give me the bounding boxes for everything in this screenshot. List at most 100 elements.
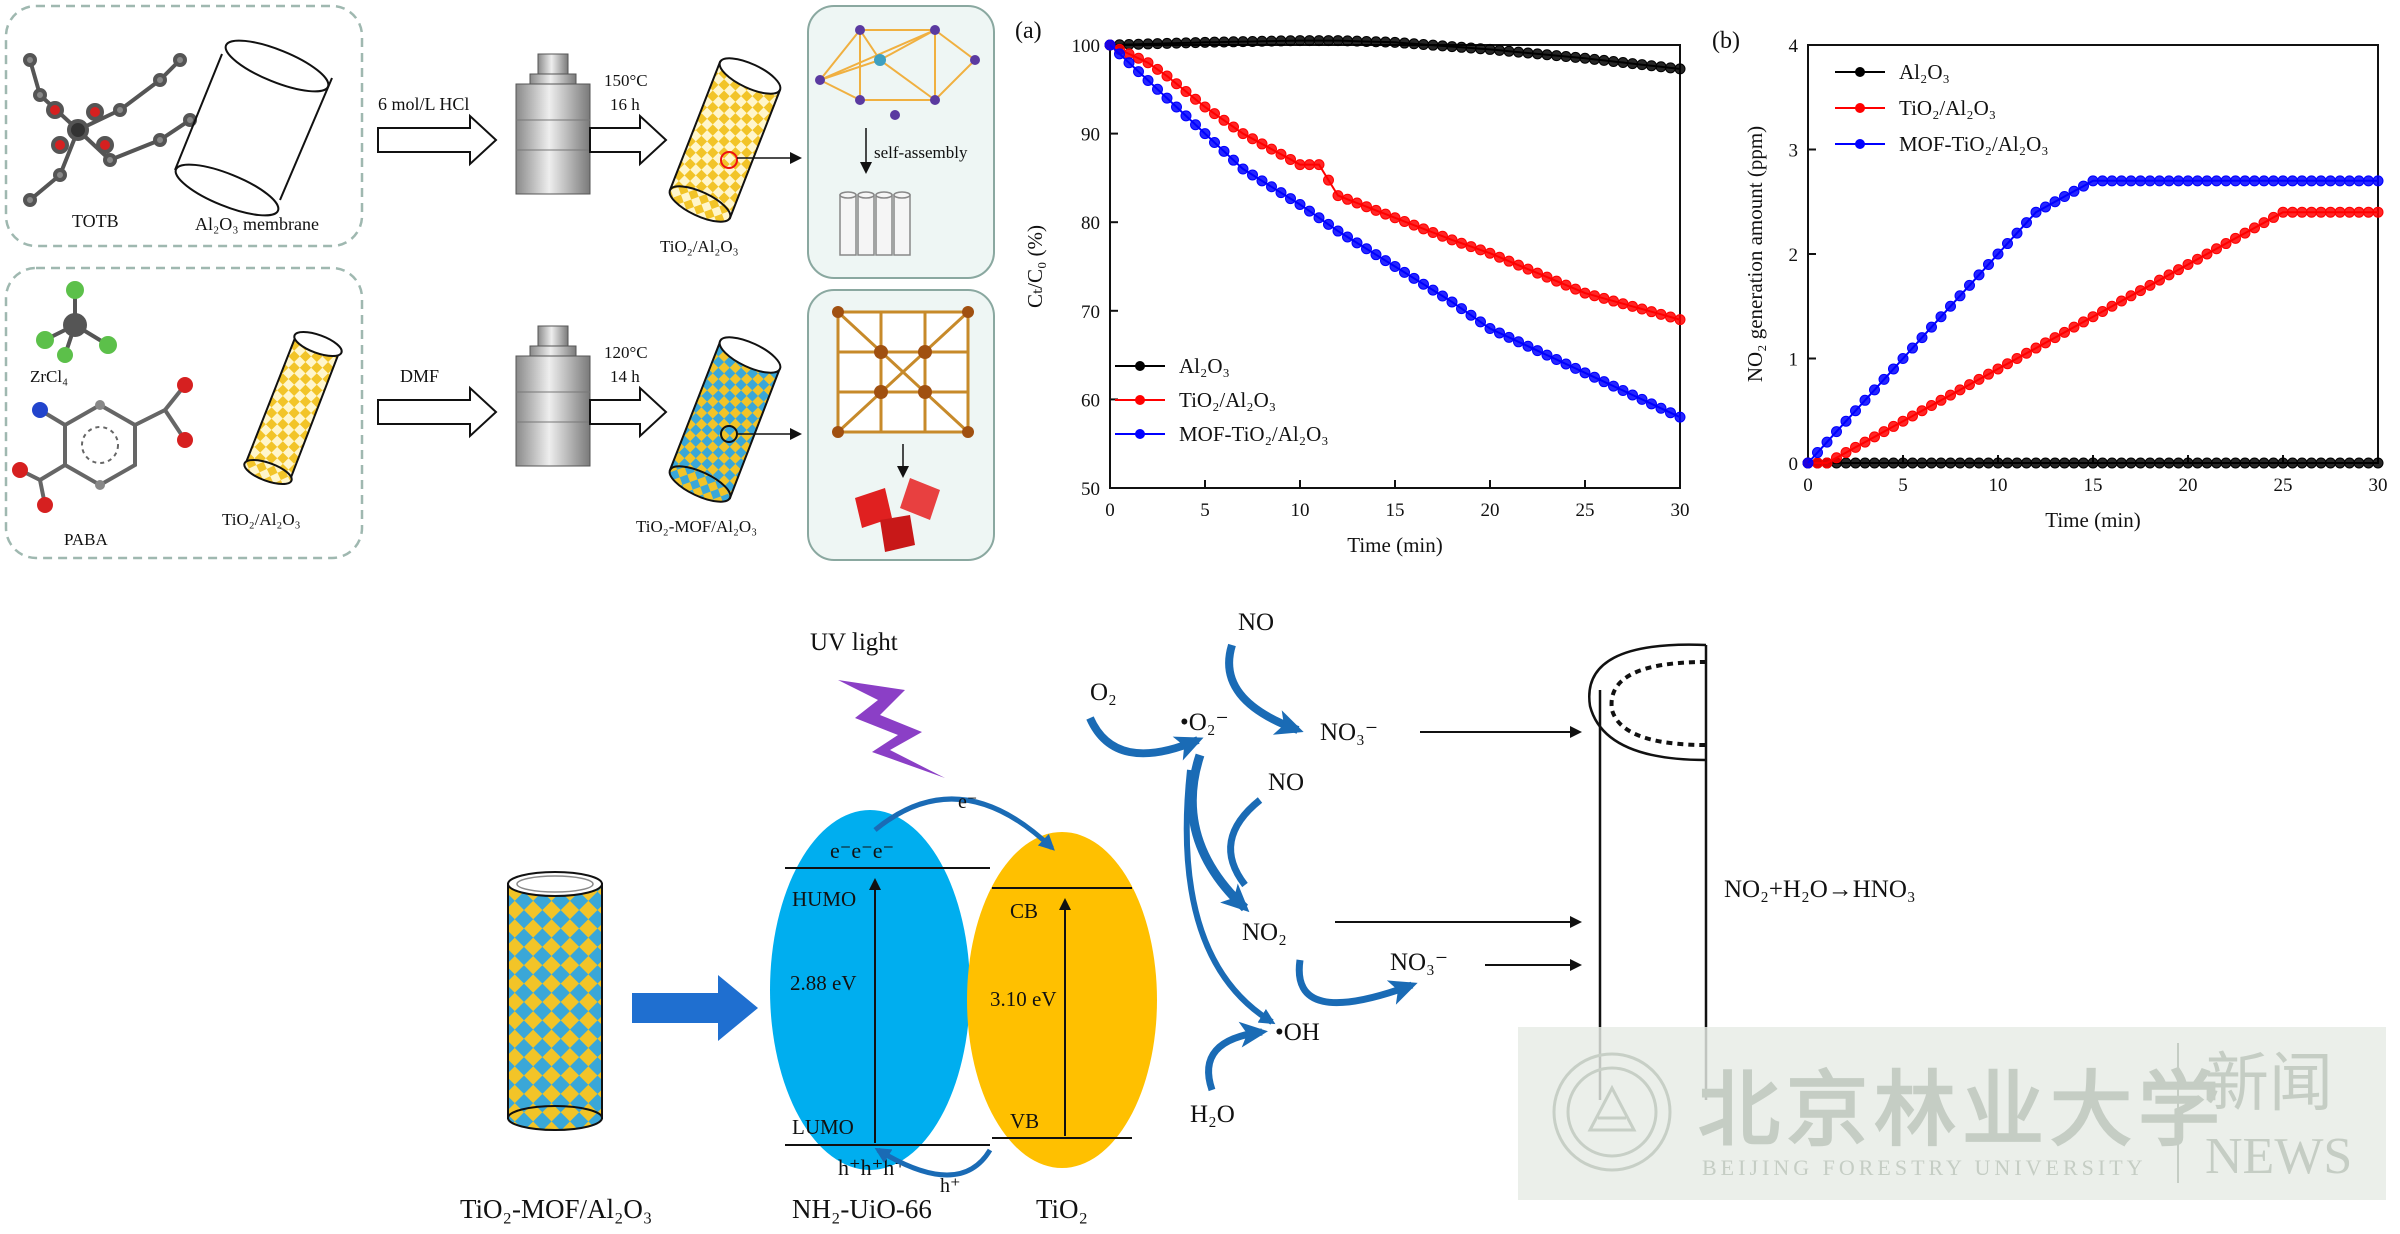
tio2-mof-label: TiO₂-MOF/Al₂O₃: [636, 517, 757, 536]
data-point: [2097, 305, 2108, 317]
tio2-mof-tube-icon: [668, 336, 802, 503]
data-point: [1532, 267, 1543, 279]
data-point: [1218, 114, 1230, 126]
data-point: [1560, 279, 1572, 291]
data-point: [2249, 457, 2260, 469]
data-point: [1475, 244, 1486, 256]
data-point: [1812, 447, 1823, 459]
data-point: [1370, 36, 1382, 48]
data-point: [2277, 457, 2289, 469]
mof-label: NH₂-UiO-66: [792, 1194, 932, 1224]
hole-transfer-arrow: [874, 1147, 993, 1178]
data-point: [1313, 212, 1325, 224]
data-point: [1323, 35, 1334, 47]
data-point: [1228, 121, 1239, 133]
data-point: [2220, 175, 2232, 187]
data-point: [2192, 253, 2203, 265]
legend-marker: [1135, 361, 1145, 371]
data-point: [2258, 457, 2270, 469]
data-point: [1437, 40, 1448, 52]
al2o3-membrane-label: Al₂O₃ membrane: [195, 214, 319, 234]
data-point: [2106, 175, 2118, 187]
data-point: [2182, 175, 2194, 187]
data-point: [1926, 321, 1937, 333]
y-axis-label: Cₜ/C₀ (%): [1023, 225, 1047, 308]
data-point: [2059, 191, 2070, 203]
h2o-label: H₂O: [1190, 1101, 1235, 1128]
data-point: [1275, 148, 1287, 160]
dmf-label: DMF: [400, 366, 439, 386]
data-point: [2268, 457, 2279, 469]
data-point: [1228, 36, 1239, 48]
data-point: [1351, 197, 1363, 209]
data-point: [1541, 349, 1553, 361]
data-point: [2097, 457, 2108, 469]
data-point: [1304, 159, 1315, 171]
data-point: [2249, 175, 2260, 187]
legend-entry: Al₂O₃: [1899, 60, 1950, 84]
data-point: [2201, 175, 2213, 187]
data-point: [1332, 225, 1344, 237]
data-point: [2230, 175, 2241, 187]
data-point: [1209, 108, 1220, 120]
data-point: [2211, 175, 2222, 187]
watermark-news-en: NEWS: [2205, 1128, 2352, 1185]
watermark-cn-name: 北京林业大学: [1698, 1065, 2226, 1156]
data-point: [2154, 175, 2165, 187]
data-point: [2334, 206, 2346, 218]
legend-marker: [1855, 67, 1865, 77]
data-point: [1180, 86, 1192, 98]
synthesis-panel: TOTB Al₂O₃ membrane 6 mol/L HCl 150°C: [4, 4, 995, 561]
data-point: [2249, 222, 2260, 234]
data-point: [1522, 340, 1534, 352]
legend-entry: Al₂O₃: [1179, 354, 1230, 378]
data-point: [1888, 363, 1899, 375]
data-point: [1456, 41, 1467, 53]
data-point: [1342, 193, 1353, 205]
data-point: [1123, 38, 1135, 50]
data-point: [1598, 376, 1610, 388]
data-point: [1646, 398, 1657, 410]
data-point: [1935, 394, 1947, 406]
data-point: [1560, 358, 1572, 370]
hcl-label: 6 mol/L HCl: [378, 94, 469, 114]
data-point: [1133, 52, 1144, 64]
data-point: [1475, 316, 1486, 328]
data-point: [1361, 201, 1372, 213]
data-point: [1992, 248, 2004, 260]
data-point: [1285, 35, 1296, 47]
humo-label: HUMO: [792, 887, 856, 911]
data-point: [1456, 237, 1467, 249]
data-point: [1831, 426, 1842, 438]
data-point: [1964, 457, 1975, 469]
mof-framework-icon: [832, 306, 974, 438]
data-point: [1655, 402, 1667, 414]
data-point: [1655, 61, 1667, 73]
data-point: [1674, 63, 1686, 75]
data-point: [1541, 271, 1553, 283]
data-point: [1560, 51, 1572, 63]
data-point: [2344, 457, 2355, 469]
data-point: [1503, 331, 1515, 343]
electron-transfer-arrow: [873, 796, 1055, 851]
data-point: [2040, 457, 2051, 469]
data-point: [1351, 35, 1363, 47]
data-point: [1190, 119, 1201, 131]
zrcl4-label: ZrCl₄: [30, 367, 68, 386]
data-point: [2325, 206, 2336, 218]
data-point: [1916, 405, 1928, 417]
data-point: [2049, 196, 2061, 208]
data-point: [1812, 457, 1823, 469]
data-point: [1427, 284, 1439, 296]
data-point: [1888, 420, 1899, 432]
data-point: [1370, 204, 1382, 216]
data-point: [1992, 457, 2004, 469]
data-point: [1646, 306, 1657, 318]
data-point: [2125, 290, 2137, 302]
data-point: [2040, 337, 2051, 349]
reaction-label: NO₂+H₂O→HNO₃: [1724, 876, 1916, 903]
data-point: [1589, 371, 1600, 383]
data-point: [1171, 78, 1182, 90]
data-point: [1304, 35, 1315, 47]
data-point: [1199, 128, 1211, 140]
